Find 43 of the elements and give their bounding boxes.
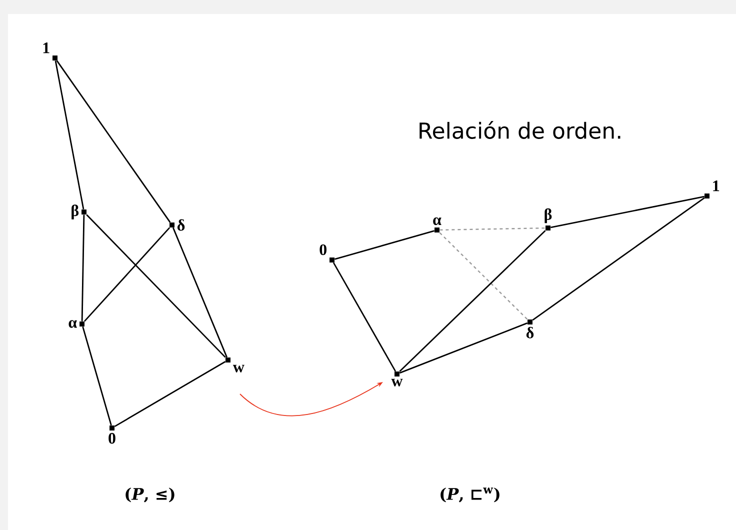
node-label: β [72,204,79,220]
heading: Relación de orden. [420,121,620,139]
connecting-line [399,322,528,374]
node-label: w [232,364,244,372]
vertex: δ [526,320,534,338]
vertex: α [433,217,442,232]
connecting-line [54,60,84,210]
connecting-line [439,232,528,320]
node-label: w [391,378,403,386]
node-label: α [433,217,442,226]
vertex: 1 [43,42,58,60]
connecting-line [332,262,396,372]
vertex: w [226,358,244,372]
order-label: (P, ⊏$^{w}$) [440,488,500,502]
connecting-line [86,214,226,358]
vertex: w [391,372,403,386]
connecting-line [84,227,170,322]
node-label: 1 [43,42,50,54]
node-label: α [68,320,77,328]
connecting-line [114,360,226,428]
node-label: δ [526,326,534,338]
connecting-line [399,230,546,372]
node-label: 0 [320,244,326,256]
connecting-line [172,227,228,358]
vertex: 0 [108,426,116,444]
vertex: α [68,320,84,328]
vertex: 1 [704,180,720,198]
node-label: β [544,208,552,224]
connecting-line [334,230,434,260]
vertex: β [544,208,552,230]
connecting-line [56,60,171,223]
vertex: δ [170,219,185,231]
connecting-line [440,227,546,231]
node-label: 0 [108,432,116,444]
node-label: δ [177,219,185,231]
connecting-line [550,196,704,228]
vertex: β [72,204,86,220]
node-label: 1 [713,180,720,192]
vertex: 0 [320,244,334,262]
connecting-line [81,214,85,322]
connecting-line [532,197,705,321]
order-label: (P, ≤) [126,488,174,502]
connecting-line [82,326,112,426]
